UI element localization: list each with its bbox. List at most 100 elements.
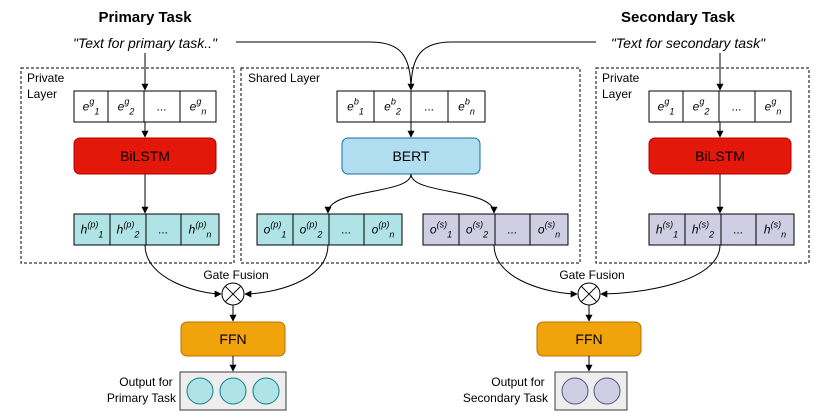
output-primary-circle-2 — [219, 377, 247, 405]
gate-fusion-left: Gate Fusion — [203, 268, 269, 306]
o-primary-cell-4 — [363, 213, 403, 246]
bilstm-right-block: BiLSTM — [648, 137, 792, 175]
embedding-vector-eg-right: eg1 eg2... egn — [648, 90, 792, 123]
h-secondary-cell-4 — [755, 213, 795, 246]
h-secondary-cell-2 — [684, 213, 722, 246]
o-primary-cell-1 — [256, 213, 294, 246]
bert-label: BERT — [392, 148, 430, 164]
o-secondary-cell-label-2: o(s)2 — [466, 220, 488, 240]
eg-left-cell-3 — [143, 90, 181, 123]
arrow-o-primary-to-gate — [244, 244, 329, 298]
eg-left-cell-label-2: eg2 — [118, 97, 135, 117]
h-primary-cell-label-3: ... — [158, 223, 168, 237]
eg-right-cell-3 — [718, 90, 756, 123]
output-primary: Output for Primary Task — [107, 371, 287, 411]
eb-shared-cell-label-3: ... — [424, 100, 434, 114]
ffn-left-block: FFN — [180, 321, 286, 357]
eg-left-cell-2 — [107, 90, 145, 123]
bert-block: BERT — [341, 137, 481, 175]
output-primary-circle-1 — [186, 377, 214, 405]
arrow-h-secondary-to-gate — [600, 244, 721, 298]
private-layer-left-region — [20, 67, 235, 264]
eg-right-cell-label-1: eg1 — [658, 97, 675, 117]
bert-output-vector-o-secondary: o(s)1 o(s)2... o(s)n — [422, 213, 569, 246]
private-layer-right-label: Private Layer — [602, 71, 643, 101]
output-secondary-circles — [561, 377, 621, 405]
eg-right-cell-label-3: ... — [732, 100, 742, 114]
arrow-primary-input-to-eb — [236, 41, 415, 91]
output-secondary: Output for Secondary Task — [463, 371, 628, 411]
eg-right-cell-4 — [754, 90, 792, 123]
gate-fusion-right-label: Gate Fusion — [559, 268, 624, 282]
h-secondary-cell-label-2: h(s)2 — [692, 220, 714, 240]
eb-shared-cell-label-2: eb2 — [384, 97, 401, 117]
arrow-h-primary-to-gate — [144, 244, 222, 298]
primary-input-text: "Text for primary task.." — [73, 35, 218, 51]
o-primary-cell-3 — [328, 213, 365, 246]
h-primary-cell-label-2: h(p)2 — [117, 220, 140, 240]
gate-fusion-right: Gate Fusion — [559, 268, 625, 306]
h-secondary-cell-1 — [648, 213, 686, 246]
eg-right-cell-label-4: egn — [765, 97, 782, 117]
o-secondary-cell-2 — [458, 213, 496, 246]
eg-left-cell-label-1: eg1 — [83, 97, 100, 117]
output-secondary-label: Output for Secondary Task — [463, 375, 549, 405]
eg-left-cell-4 — [179, 90, 217, 123]
gate-fusion-right-cross — [580, 285, 598, 303]
secondary-input-text: "Text for secondary task" — [611, 35, 766, 51]
output-primary-circle-3 — [252, 377, 280, 405]
o-secondary-cell-label-1: o(s)1 — [430, 220, 452, 240]
eb-shared-cell-1 — [336, 90, 375, 123]
bilstm-right-label: BiLSTM — [695, 148, 745, 164]
eb-shared-cell-label-1: eb1 — [347, 97, 364, 117]
eb-shared-cell-4 — [447, 90, 486, 123]
h-primary-cell-4 — [180, 213, 220, 246]
eg-left-cell-label-3: ... — [157, 100, 167, 114]
o-primary-cell-label-3: ... — [341, 223, 351, 237]
bilstm-left-block: BiLSTM — [73, 137, 217, 175]
gate-fusion-left-cross — [224, 285, 242, 303]
arrow-o-secondary-to-gate — [493, 244, 578, 298]
h-secondary-cell-label-3: ... — [733, 223, 743, 237]
connectors — [141, 41, 724, 372]
o-secondary-cell-label-3: ... — [507, 223, 517, 237]
o-secondary-cell-3 — [494, 213, 531, 246]
embedding-vector-eb-shared: eb1 eb2... ebn — [336, 90, 486, 123]
eg-right-cell-label-2: eg2 — [693, 97, 710, 117]
h-secondary-cell-label-4: h(s)n — [764, 220, 786, 240]
h-secondary-cell-3 — [720, 213, 757, 246]
eg-right-cell-1 — [648, 90, 684, 123]
h-primary-cell-1 — [73, 213, 111, 246]
output-primary-label: Output for Primary Task — [107, 375, 177, 405]
o-primary-cell-label-1: o(p)1 — [264, 220, 287, 240]
o-primary-cell-label-4: o(p)n — [372, 220, 395, 240]
o-primary-cell-label-2: o(p)2 — [300, 220, 323, 240]
o-primary-cell-2 — [292, 213, 330, 246]
shared-layer-region — [240, 67, 581, 264]
o-secondary-cell-1 — [422, 213, 460, 246]
eg-right-cell-2 — [682, 90, 720, 123]
ffn-right-label: FFN — [575, 331, 602, 347]
bilstm-left-label: BiLSTM — [120, 148, 170, 164]
bert-output-vector-o-primary: o(p)1 o(p)2... o(p)n — [256, 213, 403, 246]
output-secondary-circle-2 — [593, 377, 621, 405]
ffn-right-block: FFN — [536, 321, 642, 357]
o-secondary-cell-4 — [529, 213, 569, 246]
private-layer-right-region — [595, 67, 810, 264]
o-secondary-cell-label-4: o(s)n — [538, 220, 560, 240]
h-primary-cell-2 — [109, 213, 147, 246]
ffn-left-label: FFN — [219, 331, 246, 347]
eb-shared-cell-label-4: ebn — [458, 97, 475, 117]
shared-layer-label: Shared Layer — [248, 71, 320, 85]
arrow-secondary-input-to-eb — [410, 41, 596, 91]
arrow-bert-to-o-primary — [324, 173, 412, 214]
h-primary-cell-label-4: h(p)n — [189, 220, 212, 240]
output-secondary-circle-1 — [561, 377, 589, 405]
secondary-task-title: Secondary Task — [621, 9, 736, 26]
eb-shared-cell-2 — [373, 90, 412, 123]
primary-task-title: Primary Task — [98, 9, 192, 26]
private-layer-left-label: Private Layer — [27, 71, 68, 101]
